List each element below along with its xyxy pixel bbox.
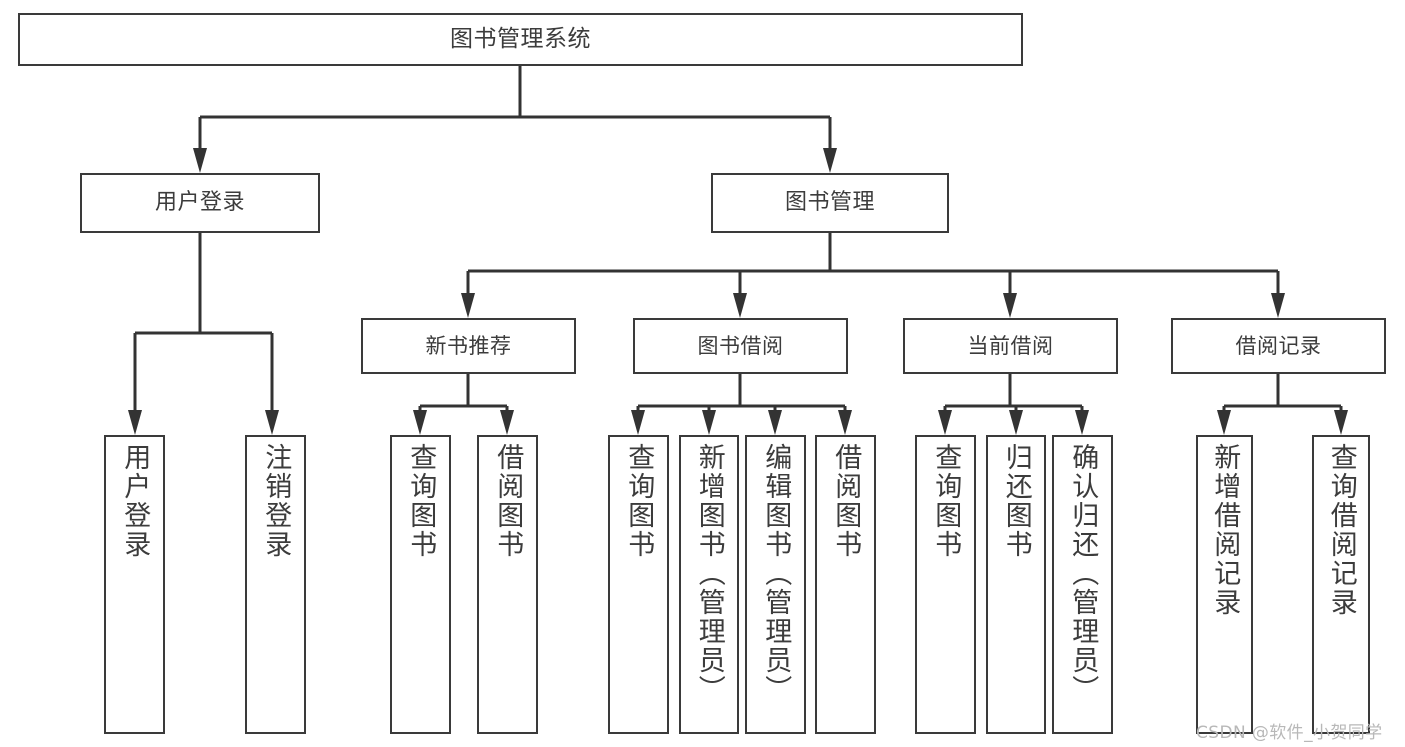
- node-leaf4[interactable]: 借阅图书: [477, 435, 538, 734]
- node-leaf8[interactable]: 借阅图书: [815, 435, 876, 734]
- node-label-leaf3: 查询图书: [405, 443, 437, 559]
- node-label-leaf13: 查询借阅记录: [1325, 443, 1357, 617]
- arrowhead-borrow-children-2: [768, 410, 782, 435]
- arrowhead-bookmgr-children-2: [1003, 293, 1017, 318]
- node-label-bookmgr: 图书管理: [784, 190, 875, 216]
- node-label-leaf1: 用户登录: [119, 443, 151, 559]
- arrowhead-root-children-0: [193, 148, 207, 173]
- node-label-current: 当前借阅: [967, 333, 1054, 358]
- node-newbook[interactable]: 新书推荐: [361, 318, 576, 374]
- node-leaf7[interactable]: 编辑图书（管理员）: [745, 435, 806, 734]
- node-root[interactable]: 图书管理系统: [18, 13, 1023, 66]
- node-login[interactable]: 用户登录: [80, 173, 320, 233]
- arrowhead-bookmgr-children-0: [461, 293, 475, 318]
- node-leaf6[interactable]: 新增图书（管理员）: [679, 435, 739, 734]
- arrowhead-current-children-2: [1075, 410, 1089, 435]
- node-leaf11[interactable]: 确认归还（管理员）: [1052, 435, 1113, 734]
- arrowhead-newbook-children-1: [500, 410, 514, 435]
- node-bookmgr[interactable]: 图书管理: [711, 173, 949, 233]
- node-leaf9[interactable]: 查询图书: [915, 435, 976, 734]
- node-label-leaf2: 注销登录: [260, 443, 292, 559]
- node-current[interactable]: 当前借阅: [903, 318, 1118, 374]
- arrowhead-records-children-0: [1217, 410, 1231, 435]
- node-label-leaf5: 查询图书: [623, 443, 655, 559]
- node-leaf1[interactable]: 用户登录: [104, 435, 165, 734]
- arrowhead-root-children-1: [823, 148, 837, 173]
- arrowhead-login-children-1: [265, 410, 279, 435]
- arrowhead-bookmgr-children-1: [733, 293, 747, 318]
- arrowhead-borrow-children-3: [838, 410, 852, 435]
- node-label-borrow: 图书借阅: [697, 333, 784, 358]
- node-label-leaf10: 归还图书: [1000, 443, 1032, 559]
- node-label-leaf8: 借阅图书: [830, 443, 862, 559]
- node-leaf12[interactable]: 新增借阅记录: [1196, 435, 1253, 734]
- node-label-leaf7: 编辑图书（管理员）: [760, 443, 792, 704]
- node-label-leaf4: 借阅图书: [492, 443, 524, 559]
- arrowhead-current-children-1: [1009, 410, 1023, 435]
- node-borrow[interactable]: 图书借阅: [633, 318, 848, 374]
- node-label-newbook: 新书推荐: [425, 333, 512, 358]
- arrowhead-current-children-0: [938, 410, 952, 435]
- node-label-leaf9: 查询图书: [930, 443, 962, 559]
- node-leaf10[interactable]: 归还图书: [986, 435, 1046, 734]
- node-records[interactable]: 借阅记录: [1171, 318, 1386, 374]
- arrowhead-login-children-0: [128, 410, 142, 435]
- node-leaf3[interactable]: 查询图书: [390, 435, 451, 734]
- node-label-leaf11: 确认归还（管理员）: [1067, 443, 1099, 704]
- node-label-records: 借阅记录: [1235, 333, 1322, 358]
- node-leaf2[interactable]: 注销登录: [245, 435, 306, 734]
- arrowhead-borrow-children-0: [631, 410, 645, 435]
- node-leaf13[interactable]: 查询借阅记录: [1312, 435, 1370, 734]
- arrowhead-records-children-1: [1334, 410, 1348, 435]
- arrowhead-bookmgr-children-3: [1271, 293, 1285, 318]
- node-label-login: 用户登录: [154, 190, 245, 216]
- arrowhead-borrow-children-1: [702, 410, 716, 435]
- node-leaf5[interactable]: 查询图书: [608, 435, 669, 734]
- node-label-leaf12: 新增借阅记录: [1209, 443, 1241, 617]
- node-label-root: 图书管理系统: [450, 26, 591, 53]
- arrowhead-newbook-children-0: [413, 410, 427, 435]
- node-label-leaf6: 新增图书（管理员）: [693, 443, 725, 704]
